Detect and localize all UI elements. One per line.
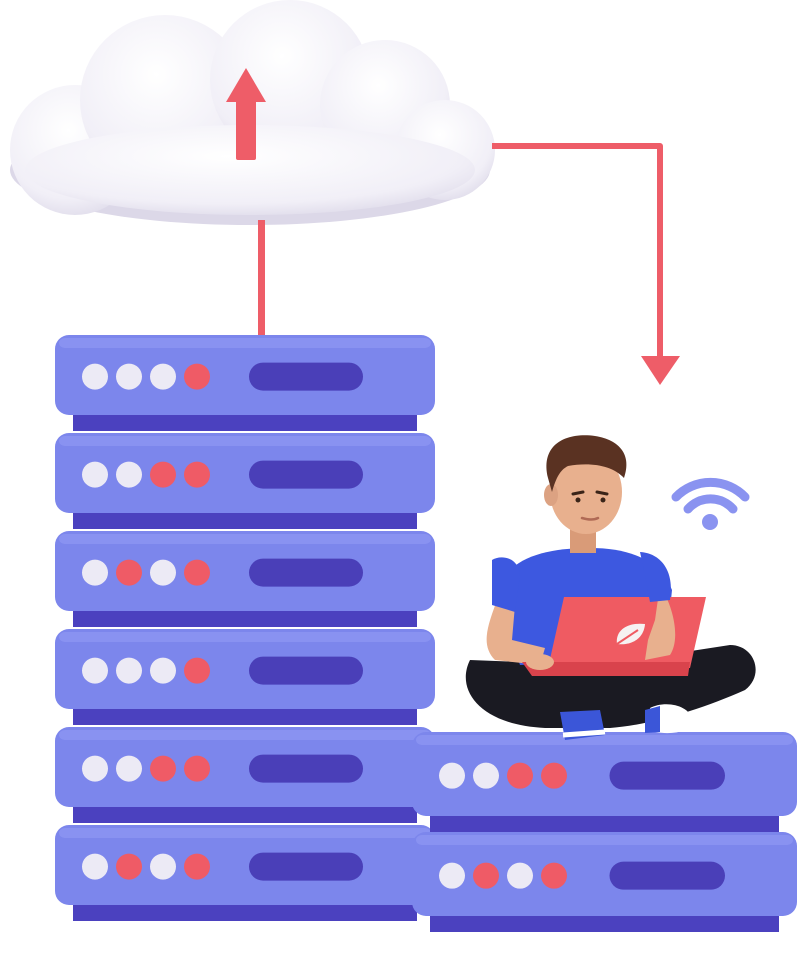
- sleeve-left: [492, 557, 520, 612]
- status-led-white: [439, 862, 465, 889]
- drive-slot: [249, 558, 363, 587]
- server-unit-right-1: [412, 732, 797, 832]
- status-led-white: [82, 657, 108, 684]
- status-led-white: [82, 853, 108, 880]
- status-led-white: [507, 862, 533, 889]
- status-led-white: [150, 657, 176, 684]
- status-led-red: [184, 755, 210, 782]
- status-led-red: [184, 559, 210, 586]
- server-unit-left-1: [55, 335, 435, 431]
- status-led-red: [150, 755, 176, 782]
- sleeve-right: [640, 552, 671, 602]
- drive-slot: [249, 362, 363, 391]
- server-unit-left-2: [55, 433, 435, 529]
- shoe-left: [560, 710, 606, 740]
- drive-slot: [249, 754, 363, 783]
- status-led-white: [82, 559, 108, 586]
- status-led-red: [150, 461, 176, 488]
- status-led-red: [184, 461, 210, 488]
- arm-right: [645, 585, 676, 660]
- status-led-red: [473, 862, 499, 889]
- status-led-white: [116, 755, 142, 782]
- status-led-red: [116, 559, 142, 586]
- status-led-red: [184, 363, 210, 390]
- head: [550, 450, 622, 534]
- drive-slot: [609, 761, 725, 790]
- status-led-red: [184, 853, 210, 880]
- server-unit-left-5: [55, 727, 435, 823]
- status-led-white: [150, 559, 176, 586]
- leaf-icon: [616, 623, 645, 645]
- drive-slot: [609, 861, 725, 890]
- status-led-white: [82, 755, 108, 782]
- download-arrow-icon: [492, 143, 680, 385]
- server-unit-left-3: [55, 531, 435, 627]
- status-led-white: [82, 363, 108, 390]
- status-led-white: [150, 363, 176, 390]
- server-unit-right-2: [412, 832, 797, 932]
- drive-slot: [249, 656, 363, 685]
- status-led-white: [150, 853, 176, 880]
- status-led-white: [116, 461, 142, 488]
- drive-slot: [249, 852, 363, 881]
- hair: [546, 435, 627, 492]
- status-led-red: [507, 762, 533, 789]
- status-led-white: [439, 762, 465, 789]
- status-led-white: [116, 657, 142, 684]
- status-led-red: [184, 657, 210, 684]
- status-led-white: [82, 461, 108, 488]
- wifi-icon: [671, 477, 750, 530]
- status-led-red: [541, 862, 567, 889]
- cloud-to-server-line: [258, 220, 265, 338]
- person-with-laptop: [465, 435, 756, 740]
- status-led-white: [473, 762, 499, 789]
- status-led-red: [541, 762, 567, 789]
- ear: [544, 484, 558, 506]
- upload-arrow-icon: [226, 68, 266, 160]
- hand-left: [526, 654, 554, 670]
- server-stack-left: [55, 335, 435, 921]
- server-unit-left-4: [55, 629, 435, 725]
- arm-left: [486, 600, 545, 665]
- status-led-white: [116, 363, 142, 390]
- server-unit-left-6: [55, 825, 435, 921]
- server-stack-right: [412, 732, 797, 932]
- shoe-right: [645, 704, 692, 734]
- drive-slot: [249, 460, 363, 489]
- status-led-red: [116, 853, 142, 880]
